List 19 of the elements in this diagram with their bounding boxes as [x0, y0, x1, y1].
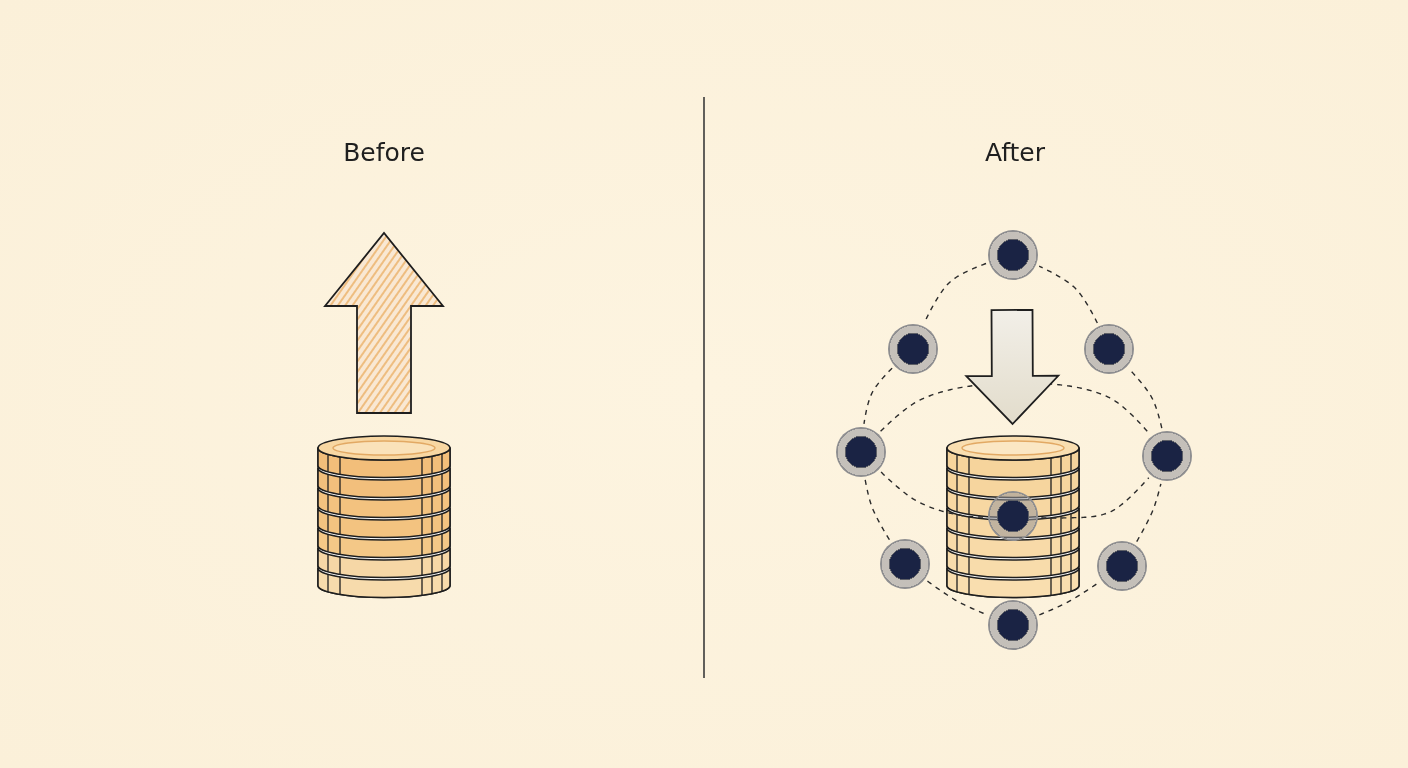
node-dot [880, 539, 930, 589]
section-heading: Before [343, 138, 425, 168]
connector-line [1038, 581, 1100, 616]
connector-line [864, 479, 891, 541]
node-dot [888, 324, 938, 374]
node-dot [988, 230, 1038, 280]
connector-line [1136, 483, 1162, 543]
node-dot [988, 600, 1038, 650]
section-heading: After [985, 138, 1045, 168]
connector-line [880, 471, 986, 518]
node-dot [1142, 431, 1192, 481]
node-dot [1084, 324, 1134, 374]
connector-line [1040, 477, 1150, 519]
block-arrow [323, 231, 445, 414]
connector-line [1038, 265, 1099, 324]
connector-line [863, 367, 893, 425]
block-arrow [964, 309, 1061, 426]
node-dot [836, 427, 886, 477]
node-dot [1097, 541, 1147, 591]
